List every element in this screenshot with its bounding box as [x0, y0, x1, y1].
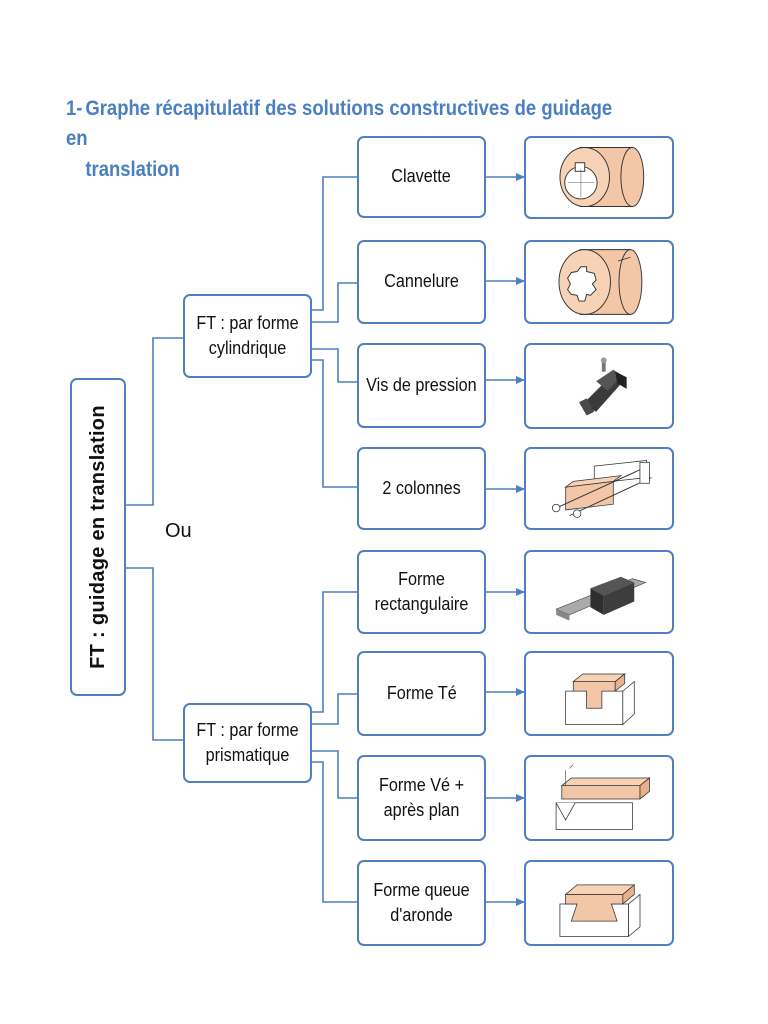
- root-function-label: FT : guidage en translation: [87, 405, 110, 669]
- solution-label: Forme queue d'aronde: [373, 879, 470, 925]
- root-function-box: FT : guidage en translation: [70, 378, 126, 696]
- deux-colonnes-drawing: [524, 447, 674, 530]
- branch-label: FT : par forme prismatique: [196, 719, 299, 765]
- vis-de-pression-drawing: [524, 343, 674, 429]
- cannelure-shaft-icon: [558, 249, 643, 315]
- solution-box-forme-ve: Forme Vé + après plan: [357, 755, 486, 841]
- forme-rectangulaire-drawing: [524, 550, 674, 634]
- solution-label: Forme rectangulaire: [374, 568, 469, 614]
- solution-box-queue-aronde: Forme queue d'aronde: [357, 860, 486, 946]
- solution-box-forme-rectangulaire: Forme rectangulaire: [357, 550, 486, 634]
- deux-colonnes-icon: [551, 459, 652, 518]
- solution-label: Clavette: [391, 166, 452, 187]
- solution-label: 2 colonnes: [382, 477, 461, 498]
- forme-te-drawing: [524, 651, 674, 736]
- clavette-drawing: [524, 136, 674, 219]
- branch-box-cylindrique: FT : par forme cylindrique: [183, 294, 312, 378]
- page-title: 1-Graphe récapitulatif des solutions con…: [66, 97, 613, 181]
- or-connector-label: Ou: [165, 520, 192, 542]
- vis-de-pression-icon: [578, 357, 627, 416]
- glissiere-ve-icon: [555, 764, 651, 830]
- glissiere-te-icon: [565, 673, 635, 726]
- solution-label: Vis de pression: [366, 374, 477, 395]
- solution-label: Forme Té: [386, 682, 457, 703]
- cannelure-drawing: [524, 240, 674, 324]
- branch-box-prismatique: FT : par forme prismatique: [183, 703, 312, 783]
- solution-box-2-colonnes: 2 colonnes: [357, 447, 486, 530]
- clavette-shaft-icon: [559, 147, 645, 208]
- forme-ve-drawing: [524, 755, 674, 841]
- solution-label: Cannelure: [384, 271, 459, 292]
- solution-box-forme-te: Forme Té: [357, 651, 486, 736]
- solution-box-clavette: Clavette: [357, 136, 486, 218]
- queue-aronde-drawing: [524, 860, 674, 946]
- rail-rectangulaire-icon: [555, 576, 647, 621]
- solution-box-vis-de-pression: Vis de pression: [357, 343, 486, 428]
- solution-label: Forme Vé + après plan: [378, 774, 465, 820]
- solution-box-cannelure: Cannelure: [357, 240, 486, 324]
- branch-label: FT : par forme cylindrique: [196, 312, 299, 358]
- glissiere-queue-aronde-icon: [559, 884, 641, 938]
